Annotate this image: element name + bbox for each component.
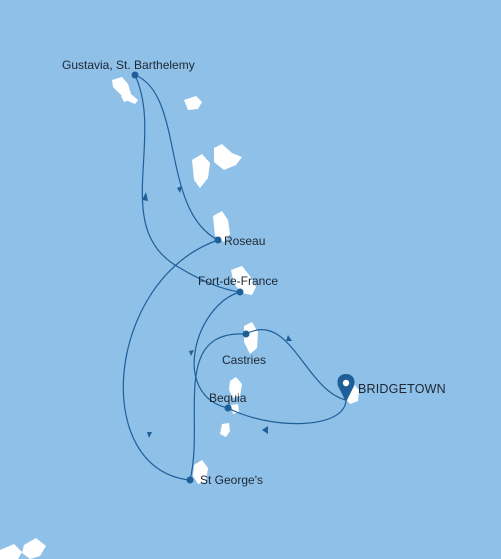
island-dominica bbox=[213, 211, 230, 242]
stop-dot-st-georges bbox=[186, 476, 194, 484]
stop-dot-roseau bbox=[214, 236, 222, 244]
island-mustique bbox=[220, 423, 230, 437]
stop-label-castries: Castries bbox=[222, 353, 266, 367]
route-fortdefrance-to-castries bbox=[193, 291, 241, 409]
stop-label-st-georges: St George's bbox=[200, 473, 263, 487]
island-st-vincent bbox=[229, 377, 242, 398]
island-trinidad-tip-east bbox=[22, 538, 46, 559]
island-guadeloupe-east bbox=[214, 144, 242, 170]
island-st-barthelemy bbox=[112, 77, 138, 104]
stop-label-bequia: Bequia bbox=[209, 391, 247, 405]
arrow-icon bbox=[177, 186, 182, 193]
route-gustavia-to-fortdefrance bbox=[134, 74, 241, 293]
island-st-barthelemy-small bbox=[121, 95, 130, 102]
stop-label-fort-de-france: Fort-de-France bbox=[198, 274, 278, 288]
arrow-icon bbox=[147, 432, 152, 438]
route-bridgetown-to-bequia bbox=[227, 399, 347, 425]
stop-markers bbox=[131, 71, 250, 484]
stop-label-roseau: Roseau bbox=[224, 234, 265, 248]
island-antigua bbox=[184, 96, 202, 110]
map-pin-icon[interactable] bbox=[337, 374, 355, 402]
route-castries-to-bridgetown bbox=[245, 328, 347, 401]
route-arrows bbox=[142, 186, 292, 438]
route-lines bbox=[122, 74, 347, 481]
arrow-icon bbox=[286, 335, 292, 341]
stop-dot-gustavia bbox=[131, 71, 139, 79]
stop-dot-castries bbox=[242, 330, 250, 338]
island-trinidad-tip-west bbox=[0, 544, 22, 559]
island-guadeloupe-west bbox=[192, 154, 210, 188]
route-stgeorges-to-castries bbox=[189, 333, 247, 481]
route-gustavia-to-roseau bbox=[134, 74, 219, 241]
arrow-icon bbox=[189, 350, 194, 356]
stop-dot-bequia bbox=[224, 404, 232, 412]
arrow-icon bbox=[142, 192, 148, 201]
island-grenada bbox=[193, 460, 208, 484]
home-port-label: BRIDGETOWN bbox=[358, 382, 446, 396]
island-martinique bbox=[231, 266, 256, 295]
island-bequia bbox=[231, 404, 239, 414]
stop-dot-fort-de-france bbox=[236, 288, 244, 296]
route-roseau-to-stgeorges bbox=[122, 239, 219, 481]
stop-label-gustavia: Gustavia, St. Barthelemy bbox=[62, 58, 195, 72]
arrow-icon bbox=[262, 426, 268, 434]
